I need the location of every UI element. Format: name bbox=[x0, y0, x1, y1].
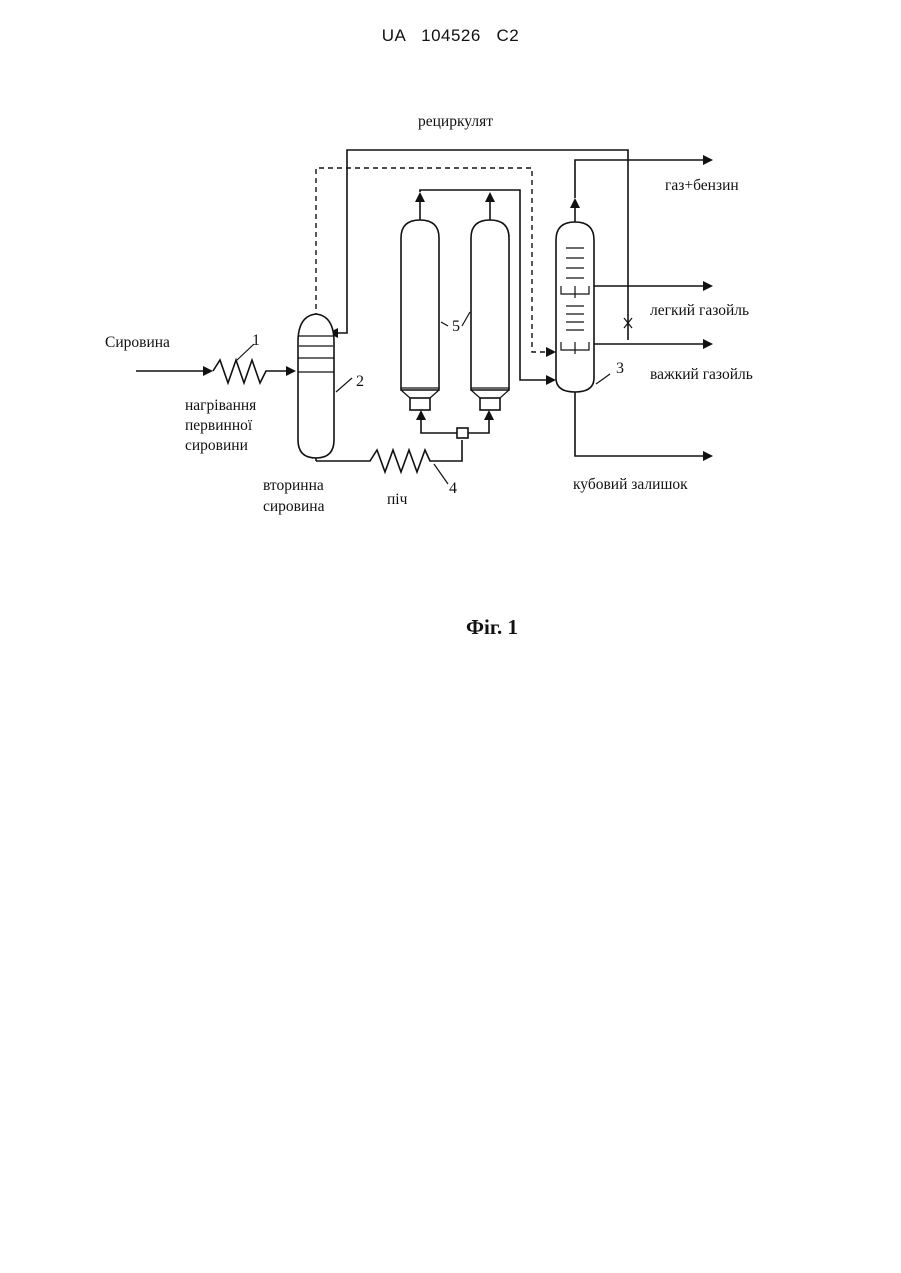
label-heating-line3: сировини bbox=[185, 437, 248, 454]
label-secondary-line2: сировина bbox=[263, 498, 325, 515]
number-fractionator: 3 bbox=[616, 360, 624, 377]
column-2 bbox=[298, 314, 352, 458]
label-furnace: піч bbox=[387, 491, 408, 508]
number-coke-drums: 5 bbox=[452, 318, 460, 335]
furnace-line bbox=[316, 410, 494, 484]
label-heating-line1: нагрівання bbox=[185, 397, 256, 414]
label-light-gasoil: легкий газойль bbox=[650, 302, 749, 319]
label-bottoms: кубовий залишок bbox=[573, 476, 688, 493]
coke-drums bbox=[401, 190, 556, 410]
number-heater: 1 bbox=[252, 332, 260, 349]
label-heavy-gasoil: важкий газойль bbox=[650, 366, 753, 383]
label-feed: Сировина bbox=[105, 334, 170, 351]
figure-caption: Фіг. 1 bbox=[466, 615, 518, 639]
label-recycle: рециркулят bbox=[418, 113, 493, 130]
label-secondary-line1: вторинна bbox=[263, 477, 324, 494]
label-gas-gasoline: газ+бензин bbox=[665, 177, 739, 194]
label-heating-line2: первинної bbox=[185, 417, 253, 434]
number-column: 2 bbox=[356, 373, 364, 390]
number-furnace: 4 bbox=[449, 480, 457, 497]
